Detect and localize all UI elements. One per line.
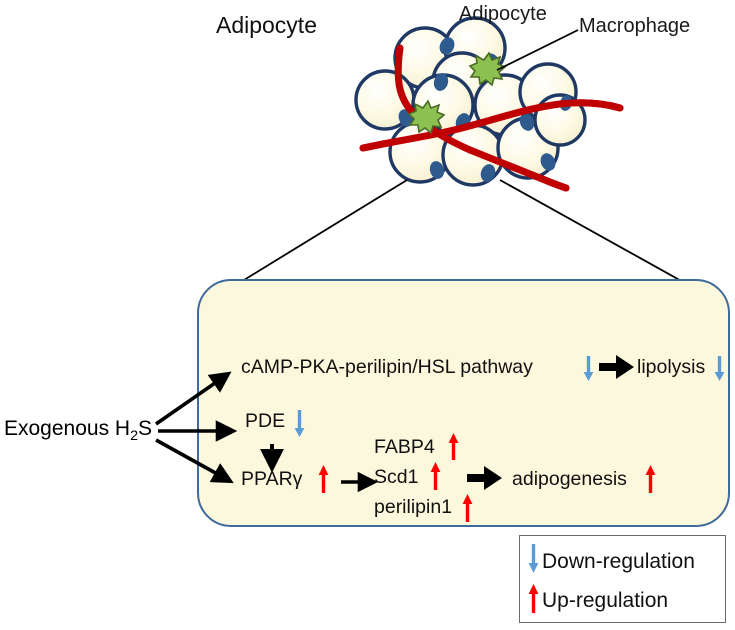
legend-box: Down-regulation Up-regulation bbox=[519, 535, 726, 623]
node-adipogenesis: adipogenesis bbox=[512, 468, 627, 490]
up-arrow-icon-scd1 bbox=[430, 460, 441, 490]
down-arrow-icon-legend bbox=[528, 544, 539, 579]
label-macrophage: Macrophage bbox=[579, 15, 691, 37]
legend-label-up: Up-regulation bbox=[542, 589, 669, 612]
label-adipocyte-tissue: Adipocyte bbox=[459, 3, 547, 25]
down-arrow-icon-camp bbox=[583, 356, 594, 382]
exogenous-h2s-label: Exogenous H2S bbox=[4, 417, 152, 444]
up-arrow-icon-legend bbox=[528, 583, 539, 618]
down-arrow-icon-lipolysis bbox=[714, 356, 725, 382]
legend-item-up: Up-regulation bbox=[528, 583, 668, 618]
node-camp-pathway: cAMP-PKA-perilipin/HSL pathway bbox=[241, 356, 533, 378]
up-arrow-icon-fabp4 bbox=[448, 432, 459, 460]
box-title: Adipocyte bbox=[215, 12, 317, 38]
node-perilipin1: perilipin1 bbox=[374, 496, 453, 518]
down-arrow-icon-pde bbox=[294, 410, 305, 438]
node-ppar-gamma: PPARγ bbox=[241, 468, 303, 490]
node-lipolysis: lipolysis bbox=[637, 356, 706, 378]
node-scd1: Scd1 bbox=[374, 466, 419, 488]
node-pde: PDE bbox=[245, 410, 286, 432]
legend-item-down: Down-regulation bbox=[528, 544, 695, 579]
up-arrow-icon-ppar bbox=[318, 463, 329, 493]
node-fabp4: FABP4 bbox=[374, 436, 435, 458]
exogenous-h2s-text: Exogenous H2S bbox=[4, 417, 153, 445]
legend-label-down: Down-regulation bbox=[542, 550, 695, 573]
up-arrow-icon-perilipin1 bbox=[462, 492, 473, 522]
up-arrow-icon-adipogenesis bbox=[645, 463, 656, 493]
adipocyte-box bbox=[197, 279, 730, 527]
